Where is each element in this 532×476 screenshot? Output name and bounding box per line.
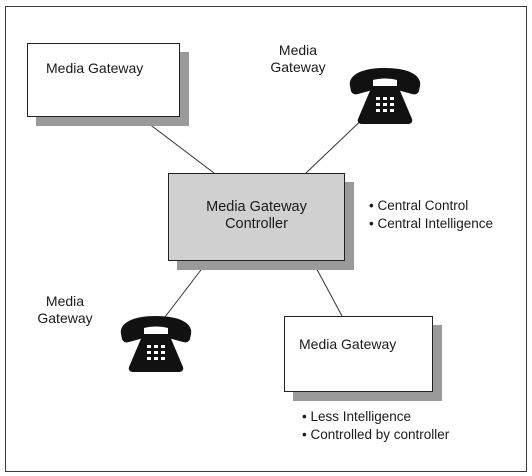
connector-gateway-bottom-right (312, 261, 343, 317)
phone-gateway-left-label-line1: Media (45, 293, 85, 309)
media-gateway-top-left: Media Gateway (27, 43, 180, 117)
gateway-bullet-2: • Controlled by controller (302, 427, 450, 442)
telephone-icon (349, 68, 421, 124)
phone-gateway-top-label: Media Gateway (258, 42, 338, 76)
controller-bullet-1: • Central Control (369, 198, 469, 213)
phone-gateway-left-label: Media Gateway (25, 293, 105, 327)
phone-gateway-left-label-line2: Gateway (37, 310, 93, 326)
gateway-bullet-list: • Less Intelligence • Controlled by cont… (302, 408, 449, 444)
connector-gateway-top-left (139, 116, 215, 174)
phone-gateway-top-label-line2: Gateway (270, 59, 326, 75)
controller-label-line1: Media Gateway (206, 199, 307, 215)
media-gateway-label: Media Gateway (299, 336, 397, 352)
media-gateway-bottom-right: Media Gateway (284, 316, 433, 392)
connector-phone-left (164, 261, 208, 318)
media-gateway-controller: Media Gateway Controller (168, 173, 345, 261)
controller-label-line2: Controller (225, 216, 288, 232)
controller-bullet-list: • Central Control • Central Intelligence (369, 197, 493, 233)
media-gateway-label: Media Gateway (46, 60, 144, 76)
controller-bullet-2: • Central Intelligence (369, 216, 494, 231)
gateway-bullet-1: • Less Intelligence (302, 409, 412, 424)
phone-gateway-top-label-line1: Media (278, 42, 318, 58)
telephone-icon (120, 316, 192, 372)
controller-label: Media Gateway Controller (169, 199, 344, 233)
